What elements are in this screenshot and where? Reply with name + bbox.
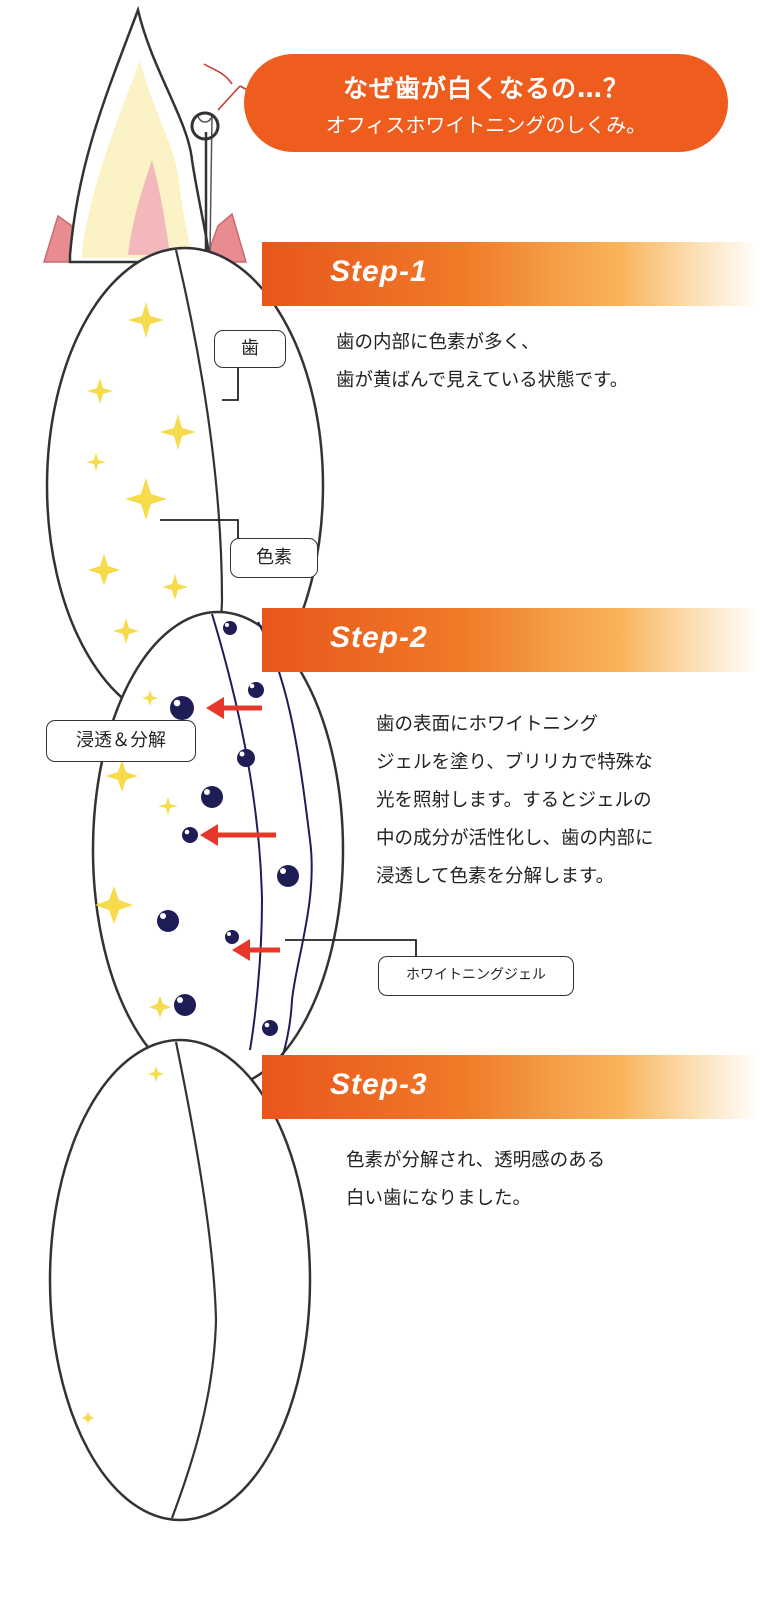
step2-banner: Step-2 [262,608,760,672]
tooth-cross-section-step3 [48,1038,312,1522]
page-subtitle: オフィスホワイトニングのしくみ。 [325,113,647,137]
title-banner: なぜ歯が白くなるの…？ オフィスホワイトニングのしくみ。 [244,54,728,152]
step1-description: 歯の内部に色素が多く、 歯が黄ばんで見えている状態です。 [336,332,629,391]
gel-callout: ホワイトニングジェル [378,956,574,996]
pigment-stars-step1 [86,302,196,644]
step1-banner: Step-1 [262,242,760,306]
pigment-callout: 色素 [230,538,318,578]
tooth-callout: 歯 [214,330,286,368]
step3-label: Step-3 [330,1068,428,1101]
penetration-arrows [200,697,280,961]
step3-banner: Step-3 [262,1055,760,1119]
step2-description: 歯の表面にホワイトニング ジェルを塗り、ブリリカで特殊な 光を照射します。すると… [376,714,654,887]
step3-description: 色素が分解され、透明感のある 白い歯になりました。 [346,1150,606,1209]
step2-label: Step-2 [330,621,428,654]
step1-label: Step-1 [330,255,428,288]
tooth-cross-section-step2 [91,610,345,1090]
penetration-callout: 浸透＆分解 [46,720,196,762]
page-title: なぜ歯が白くなるの…？ [342,74,629,103]
